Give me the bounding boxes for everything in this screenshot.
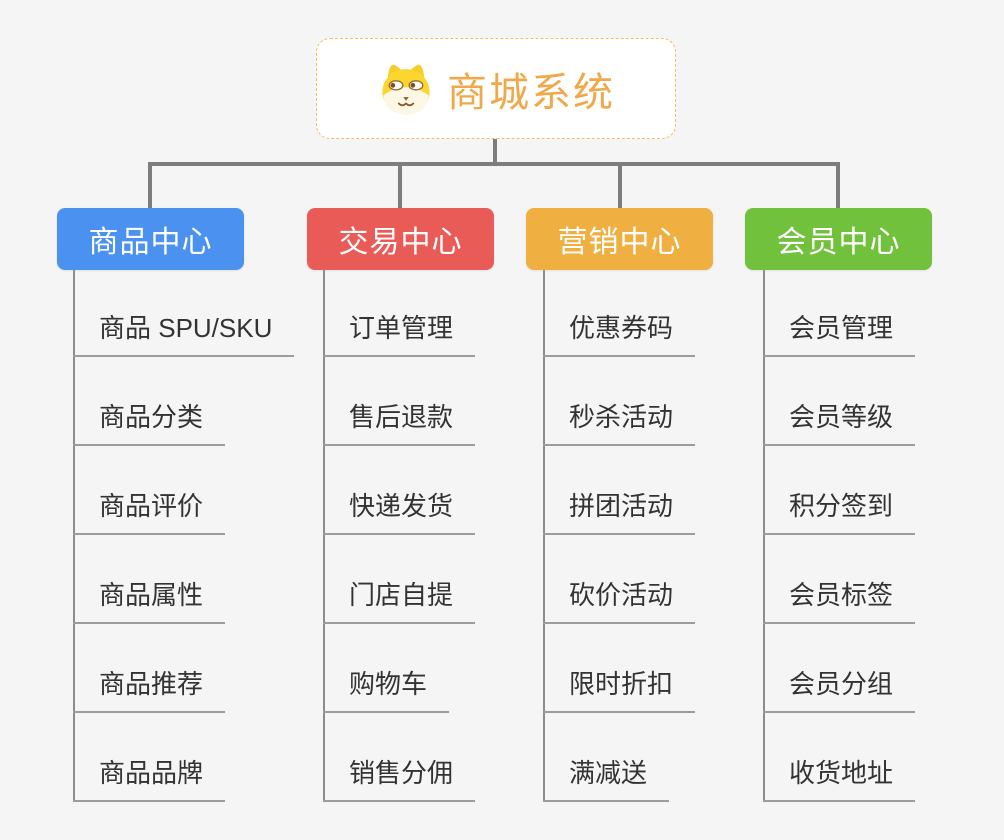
leaf-node[interactable]: 商品 SPU/SKU (73, 311, 295, 357)
leaf-node[interactable]: 收货地址 (763, 756, 916, 802)
leaf-node[interactable]: 优惠券码 (543, 311, 696, 357)
leaf-node[interactable]: 满减送 (543, 756, 670, 802)
root-title: 商城系统 (447, 70, 615, 115)
leaf-node[interactable]: 限时折扣 (543, 667, 696, 713)
leaf-node[interactable]: 砍价活动 (543, 578, 696, 624)
leaf-node[interactable]: 订单管理 (323, 311, 476, 357)
branch-node-trade-center[interactable]: 交易中心 (307, 208, 494, 270)
leaf-node[interactable]: 会员分组 (763, 667, 916, 713)
connector-drop-member-center (836, 162, 840, 208)
leaf-node[interactable]: 商品推荐 (73, 667, 226, 713)
connector-drop-trade-center (398, 162, 402, 208)
leaf-node[interactable]: 秒杀活动 (543, 400, 696, 446)
leaf-node[interactable]: 会员标签 (763, 578, 916, 624)
leaf-node[interactable]: 会员管理 (763, 311, 916, 357)
leaf-node[interactable]: 购物车 (323, 667, 450, 713)
branch-spine-trade-center (323, 270, 325, 802)
leaf-node[interactable]: 售后退款 (323, 400, 476, 446)
branch-node-product-center[interactable]: 商品中心 (57, 208, 244, 270)
leaf-node[interactable]: 积分签到 (763, 489, 916, 535)
root-node[interactable]: 商城系统 (316, 38, 676, 139)
leaf-node[interactable]: 会员等级 (763, 400, 916, 446)
branch-spine-marketing-center (543, 270, 545, 802)
leaf-node[interactable]: 商品品牌 (73, 756, 226, 802)
leaf-node[interactable]: 快递发货 (323, 489, 476, 535)
branch-node-marketing-center[interactable]: 营销中心 (526, 208, 713, 270)
connector-drop-product-center (148, 162, 152, 208)
dog-icon (377, 60, 435, 118)
leaf-node[interactable]: 商品属性 (73, 578, 226, 624)
branch-spine-member-center (763, 270, 765, 802)
branch-spine-product-center (73, 270, 75, 802)
connector-bus (148, 162, 840, 166)
leaf-node[interactable]: 销售分佣 (323, 756, 476, 802)
connector-root-stem (493, 139, 497, 164)
connector-drop-marketing-center (618, 162, 622, 208)
leaf-node[interactable]: 门店自提 (323, 578, 476, 624)
leaf-node[interactable]: 商品分类 (73, 400, 226, 446)
branch-node-member-center[interactable]: 会员中心 (745, 208, 932, 270)
leaf-node[interactable]: 拼团活动 (543, 489, 696, 535)
leaf-node[interactable]: 商品评价 (73, 489, 226, 535)
